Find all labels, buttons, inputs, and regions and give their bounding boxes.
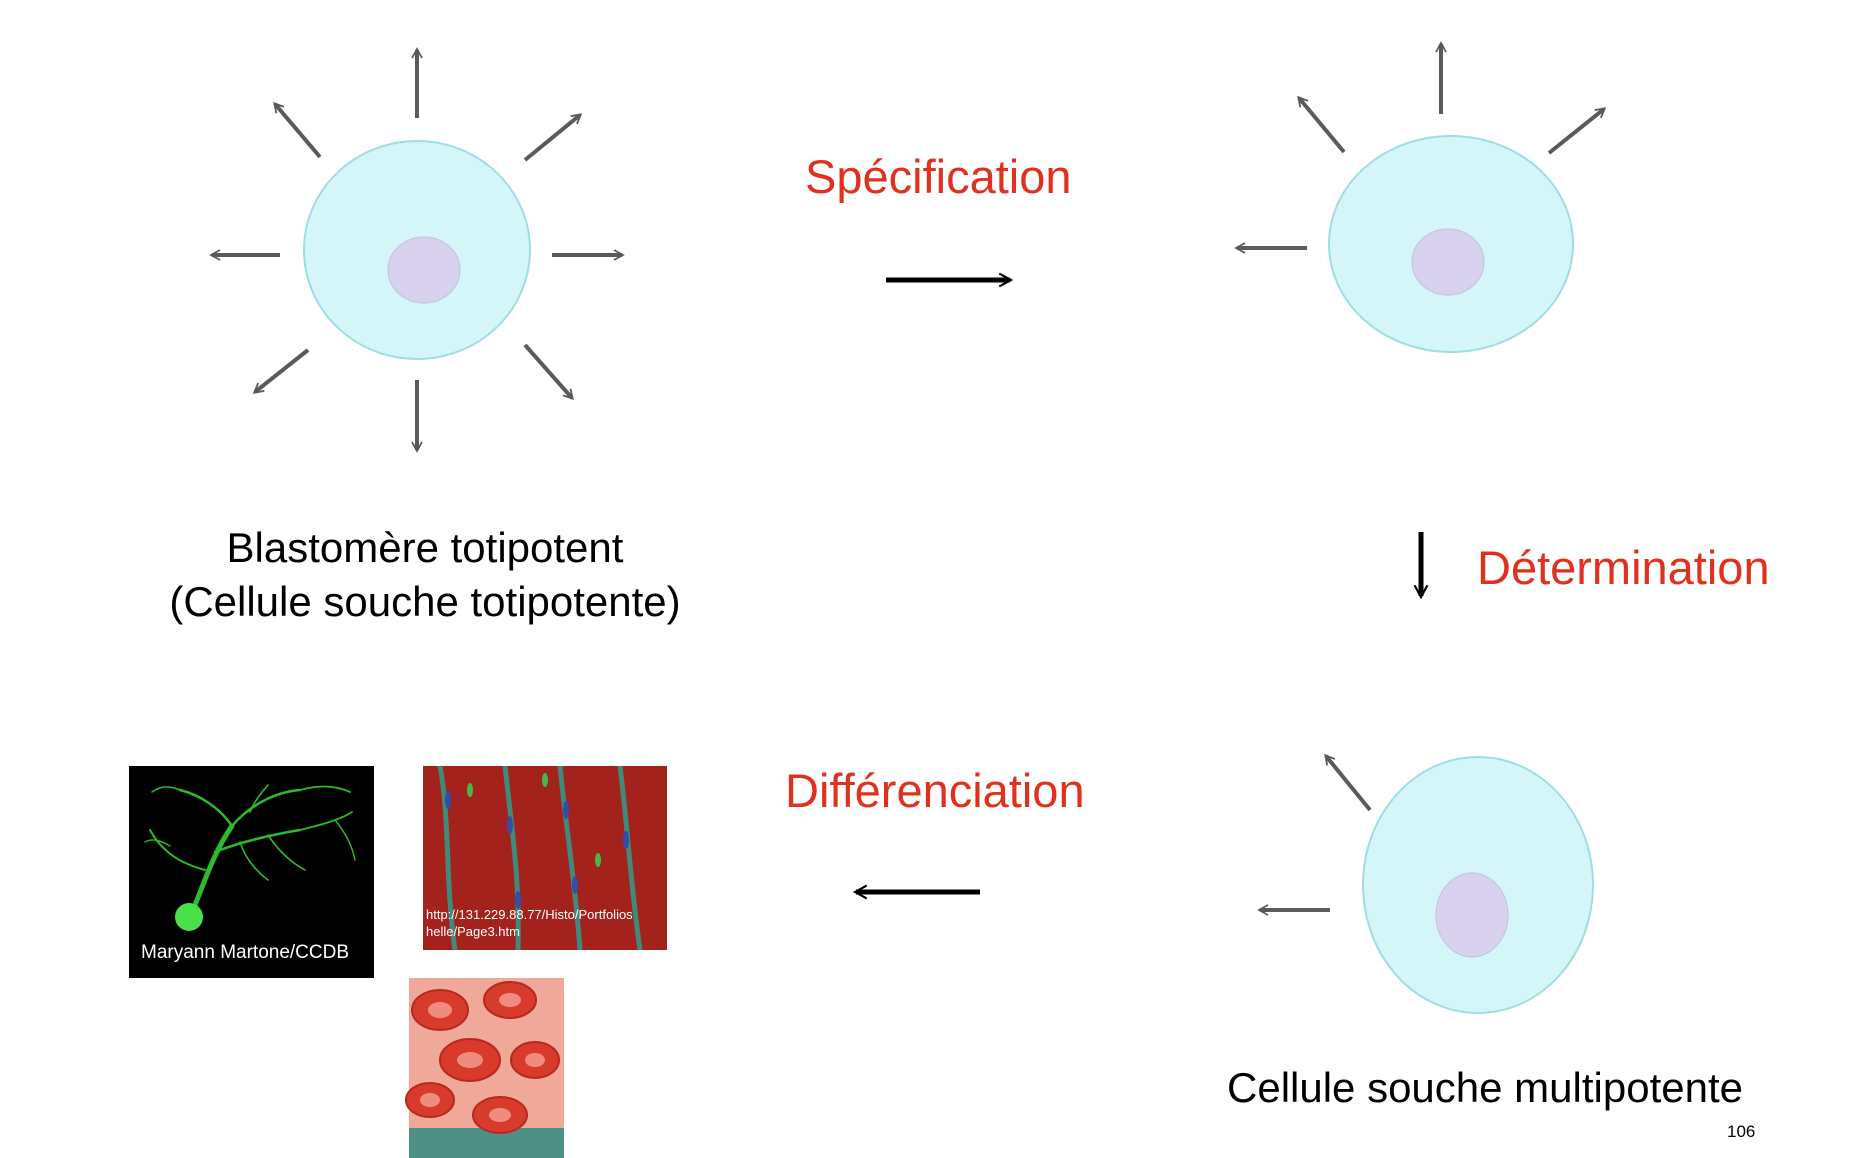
specified-cell xyxy=(1328,135,1574,353)
page-number: 106 xyxy=(1727,1122,1756,1141)
totipotent-label: Blastomère totipotent (Cellule souche to… xyxy=(100,521,750,629)
specification-label: Spécification xyxy=(805,150,1072,203)
determination-label: Détermination xyxy=(1477,541,1770,594)
differenciation-label: Différenciation xyxy=(785,764,1085,817)
muscle-photo-caption-line2: helle/Page3.htm xyxy=(426,924,520,939)
muscle-photo xyxy=(423,765,667,951)
red-blood-cells-photo xyxy=(405,978,564,1158)
neuron-photo-caption: Maryann Martone/CCDB xyxy=(141,942,350,963)
specified-potency-arrows xyxy=(1234,41,1607,254)
totipotent-potency-arrows xyxy=(209,47,625,453)
muscle-photo-caption-line1: http://131.229.88.77/Histo/Portfolios xyxy=(426,907,633,922)
nucleus xyxy=(387,236,461,304)
nucleus xyxy=(1435,872,1509,958)
multipotent-cell xyxy=(1362,756,1594,1014)
neuron-photo xyxy=(129,766,374,978)
totipotent-cell xyxy=(303,140,531,360)
totipotent-label-line2: (Cellule souche totipotente) xyxy=(169,578,681,625)
muscle-photo-caption: http://131.229.88.77/Histo/Portfolios he… xyxy=(426,906,666,940)
nucleus xyxy=(1411,228,1485,296)
multipotent-label: Cellule souche multipotente xyxy=(1227,1064,1743,1111)
multipotent-potency-arrows xyxy=(1257,753,1372,916)
totipotent-label-line1: Blastomère totipotent xyxy=(226,524,624,571)
